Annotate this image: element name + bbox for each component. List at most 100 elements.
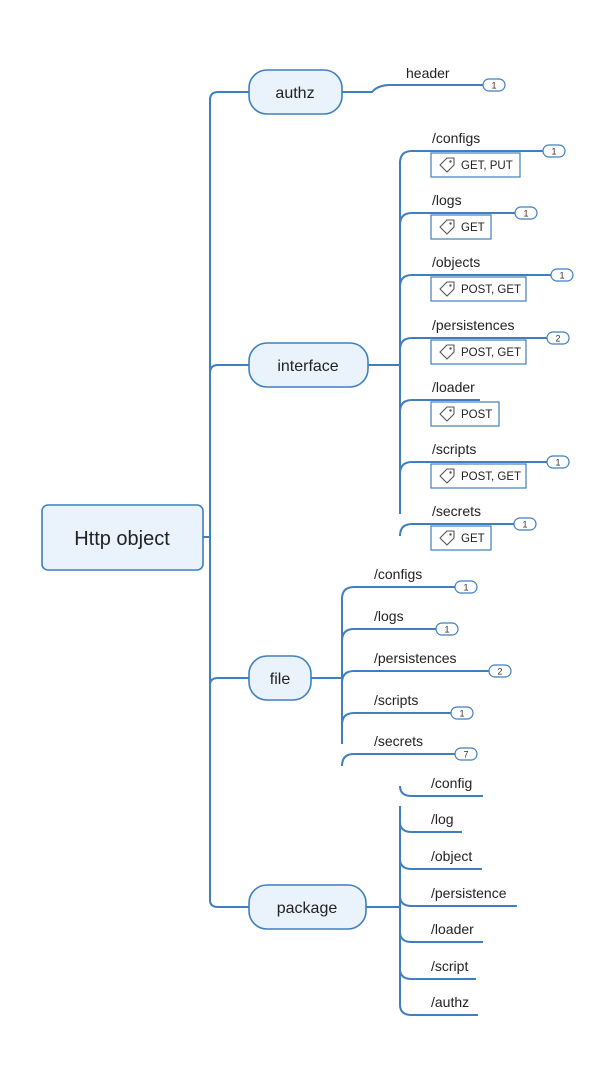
leaf-label: /secrets (432, 503, 481, 519)
leaf-file-route[interactable]: /configs 1 (374, 566, 478, 594)
http-methods: POST (461, 409, 492, 421)
connector-line (341, 712, 451, 726)
leaf-package-route[interactable]: /loader (431, 921, 474, 937)
badge-count: 1 (523, 209, 528, 219)
leaf-package-route[interactable]: /persistence (431, 885, 507, 901)
leaf-file-route[interactable]: /persistences 2 (374, 650, 512, 678)
badge-count: 1 (463, 583, 468, 593)
leaf-package-route[interactable]: /script (431, 958, 468, 974)
connector-line (399, 968, 476, 980)
http-methods-tag: POST (430, 401, 500, 427)
connector-line (399, 931, 483, 943)
connector-line (341, 628, 436, 642)
connector-line (209, 91, 249, 101)
leaf-label: /persistence (431, 885, 507, 901)
branch-node-interface[interactable]: interface (248, 342, 369, 388)
badge-count: 2 (555, 334, 560, 344)
badge-count: 1 (555, 458, 560, 468)
leaf-label: /loader (432, 379, 475, 395)
connector-line (399, 274, 551, 288)
count-badge: 1 (513, 517, 537, 531)
http-methods-tag: POST, GET (430, 463, 527, 489)
connector-line (399, 821, 462, 833)
connector-line (341, 586, 455, 600)
http-methods: POST, GET (461, 347, 521, 359)
tag-icon (439, 530, 455, 546)
badge-count: 7 (463, 750, 468, 760)
leaf-label: /configs (374, 566, 422, 582)
branch-label: package (277, 900, 338, 917)
count-badge: 1 (450, 706, 474, 720)
http-methods: POST, GET (461, 471, 521, 483)
http-methods: GET, PUT (461, 160, 513, 172)
http-methods: POST, GET (461, 284, 521, 296)
badge-count: 1 (522, 520, 527, 530)
branch-label: file (270, 671, 291, 688)
badge-count: 2 (497, 667, 502, 677)
connector-line (209, 364, 249, 374)
connector-line (399, 212, 515, 226)
connector-line (399, 1004, 478, 1016)
leaf-package-route[interactable]: /object (431, 848, 472, 864)
branch-label: authz (275, 85, 314, 102)
count-badge: 1 (550, 268, 574, 282)
http-methods-tag: GET (430, 525, 492, 551)
http-methods: GET (461, 222, 485, 234)
leaf-label: /logs (432, 192, 462, 208)
branch-node-file[interactable]: file (248, 655, 312, 701)
connector-line (399, 523, 514, 537)
connector-line (399, 858, 482, 870)
leaf-label: /scripts (374, 692, 418, 708)
connector-line (399, 150, 543, 164)
connector-line (341, 753, 455, 767)
count-badge: 1 (546, 455, 570, 469)
leaf-package-route[interactable]: /config (431, 775, 472, 791)
leaf-label: header (406, 65, 450, 81)
branch-node-package[interactable]: package (248, 884, 367, 930)
branch-node-authz[interactable]: authz (248, 69, 343, 115)
branch-label: interface (277, 358, 338, 375)
root-node[interactable]: Http object (41, 504, 204, 571)
connector-line (399, 785, 483, 797)
tag-icon (439, 468, 455, 484)
leaf-label: /objects (432, 254, 480, 270)
connector-line (209, 100, 249, 908)
leaf-label: /persistences (374, 650, 456, 666)
leaf-package-route[interactable]: /log (431, 811, 454, 827)
tag-icon (439, 281, 455, 297)
badge-count: 1 (551, 147, 556, 157)
badge-count: 1 (559, 271, 564, 281)
tag-icon (439, 219, 455, 235)
count-badge: 1 (435, 622, 459, 636)
count-badge: 1 (514, 206, 538, 220)
leaf-package-route[interactable]: /authz (431, 994, 469, 1010)
leaf-label: /config (431, 775, 472, 791)
badge-count: 1 (444, 625, 449, 635)
leaf-label: /authz (431, 994, 469, 1010)
leaf-label: /log (431, 811, 454, 827)
count-badge: 1 (542, 144, 566, 158)
leaf-file-route[interactable]: /secrets 7 (374, 733, 478, 761)
leaf-file-route[interactable]: /scripts 1 (374, 692, 474, 720)
http-methods-tag: GET (430, 214, 492, 240)
leaf-header[interactable]: header 1 (406, 65, 506, 92)
count-badge: 2 (488, 664, 512, 678)
connector-line (209, 677, 249, 686)
http-methods-tag: GET, PUT (430, 152, 521, 178)
http-methods-tag: POST, GET (430, 339, 527, 365)
badge-count: 1 (491, 81, 496, 91)
leaf-label: /object (431, 848, 472, 864)
connector-line (342, 84, 485, 93)
connector-line (341, 670, 489, 684)
count-badge: 1 (454, 580, 478, 594)
leaf-label: /secrets (374, 733, 423, 749)
